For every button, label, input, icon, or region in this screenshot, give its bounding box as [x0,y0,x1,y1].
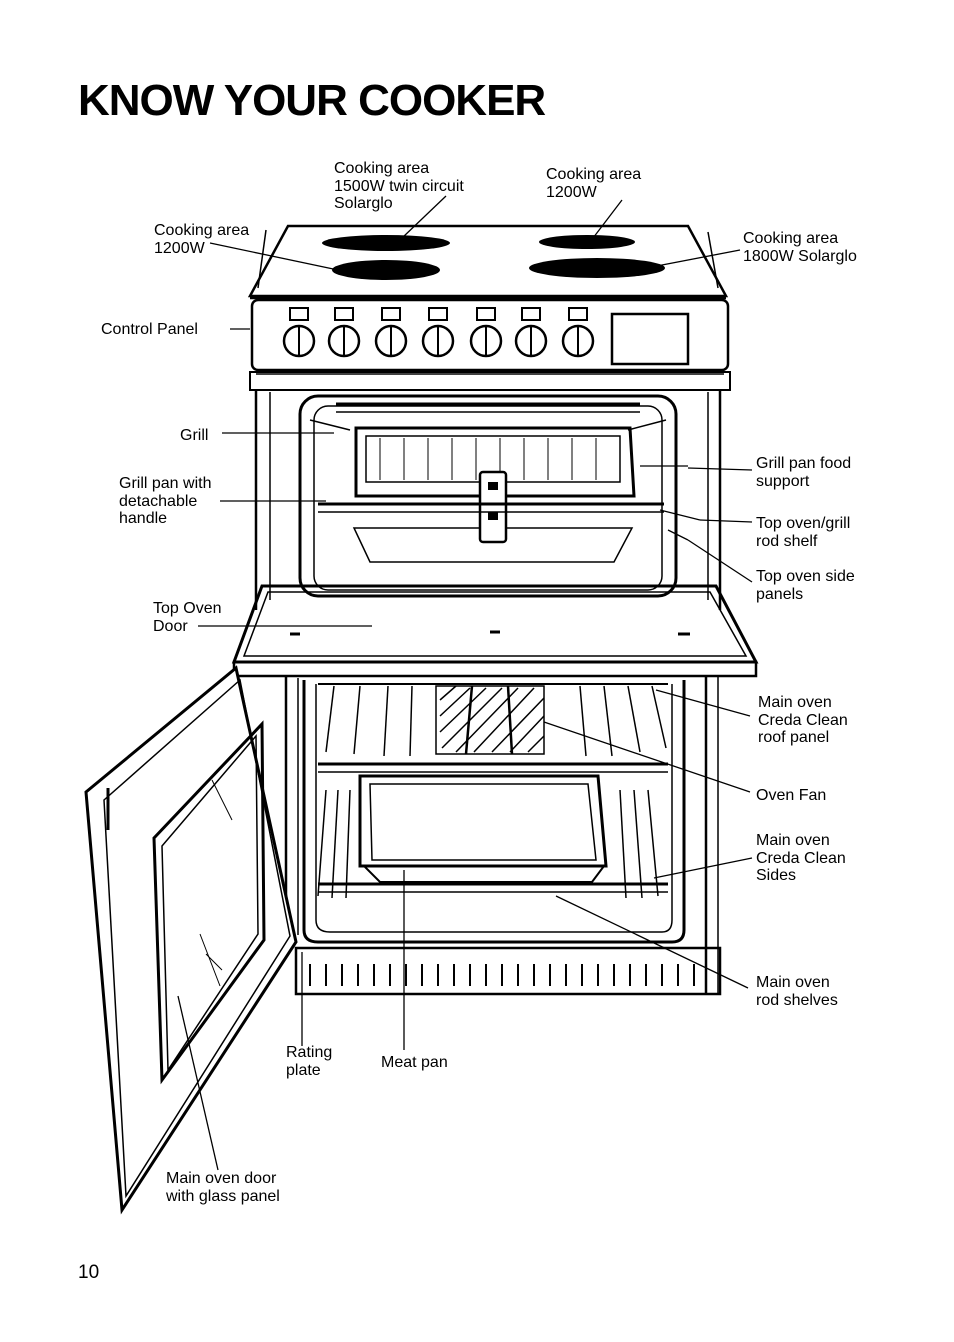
label-grill: Grill [180,427,209,444]
top-oven-rod-shelf [318,502,664,513]
main-oven-sides [317,789,659,899]
label-main-oven-door: Main oven door with glass panel [166,1170,280,1205]
plinth [294,946,722,996]
control-display [610,312,690,366]
control-knobs [282,307,595,358]
label-rating-plate: Rating plate [286,1044,333,1079]
label-control-panel: Control Panel [101,321,198,338]
main-oven-door [84,665,298,1215]
hob-top [247,224,729,300]
main-oven-rod-shelf-lower [318,882,668,893]
page-number: 10 [78,1262,100,1283]
label-oven-fan: Oven Fan [756,787,827,804]
main-oven-cavity [302,680,686,944]
label-main-oven-rod-shelves: Main oven rod shelves [756,974,838,1009]
label-main-oven-sides: Main oven Creda Clean Sides [756,832,846,884]
label-main-oven-roof-panel: Main oven Creda Clean roof panel [758,694,848,746]
hotplates [322,235,665,280]
grill-pan [354,426,636,498]
label-grill-pan-food-support: Grill pan food support [756,455,852,490]
control-panel [249,298,731,391]
label-top-oven-rod-shelf: Top oven/grill rod shelf [756,515,851,550]
grill-pan-handle [478,470,508,544]
label-cooking-area-front-left: Cooking area 1200W [154,222,250,257]
oven-fan [435,685,545,755]
label-top-oven-door: Top Oven Door [153,600,222,635]
grill-element [309,419,667,431]
top-oven-cavity [298,394,678,598]
label-cooking-area-front-right: Cooking area 1800W Solarglo [743,230,857,265]
label-cooking-area-rear-right: Cooking area 1200W [546,166,642,201]
meat-pan [358,774,608,883]
label-cooking-area-twin: Cooking area 1500W twin circuit Solarglo [334,160,464,212]
label-top-oven-side-panels: Top oven side panels [756,568,855,603]
top-oven-door [231,584,759,678]
label-grill-pan: Grill pan with detachable handle [119,475,212,527]
leader-lines [177,195,753,1171]
main-oven-rod-shelf-upper [318,762,668,773]
page-title: KNOW YOUR COOKER [78,76,546,125]
label-meat-pan: Meat pan [381,1054,448,1071]
